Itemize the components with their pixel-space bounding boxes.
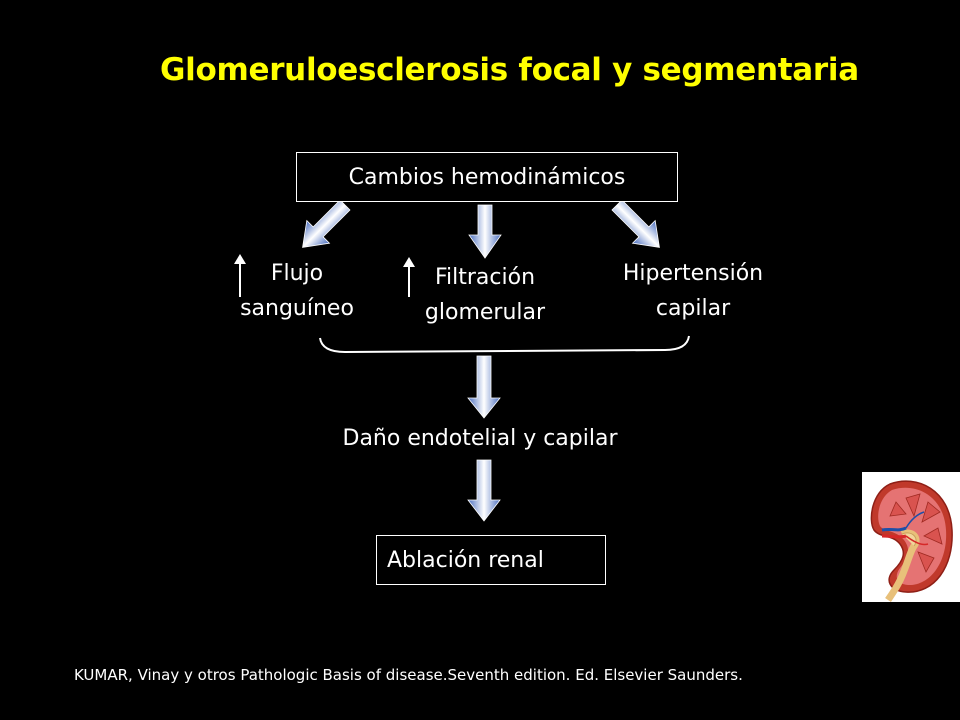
- node-endothelial-damage: Daño endotelial y capilar: [342, 426, 618, 451]
- node-glomerular-filtration-line1: Filtración: [434, 265, 536, 290]
- arrow-down-to-ablation: [467, 459, 501, 522]
- node-hemodynamic-changes-label: Cambios hemodinámicos: [348, 164, 626, 190]
- node-glomerular-filtration: Filtración glomerular: [400, 260, 570, 330]
- arrow-down-center: [468, 204, 502, 259]
- node-renal-ablation: Ablación renal: [376, 535, 606, 585]
- grouping-brace: [319, 335, 690, 354]
- node-capillary-hypertension: Hipertensión capilar: [598, 256, 788, 326]
- up-arrow-icon: [403, 257, 415, 297]
- kidney-icon: [870, 480, 953, 602]
- up-arrow-icon: [234, 254, 246, 297]
- node-glomerular-filtration-line2: glomerular: [424, 300, 546, 325]
- arrow-down-right: [611, 199, 660, 248]
- node-blood-flow-line2: sanguíneo: [240, 296, 354, 321]
- node-blood-flow: Flujo sanguíneo: [222, 256, 372, 326]
- node-capillary-hypertension-line2: capilar: [655, 296, 731, 321]
- arrow-down-to-damage: [467, 355, 501, 419]
- node-hemodynamic-changes: Cambios hemodinámicos: [296, 152, 678, 202]
- arrow-down-left: [302, 199, 351, 248]
- node-renal-ablation-label: Ablación renal: [387, 547, 544, 573]
- slide-title: Glomeruloesclerosis focal y segmentaria: [160, 52, 859, 88]
- citation-text: KUMAR, Vinay y otros Pathologic Basis of…: [74, 666, 743, 684]
- kidney-image: [862, 472, 960, 602]
- node-blood-flow-line1: Flujo: [270, 261, 324, 286]
- node-capillary-hypertension-line1: Hipertensión: [622, 261, 764, 286]
